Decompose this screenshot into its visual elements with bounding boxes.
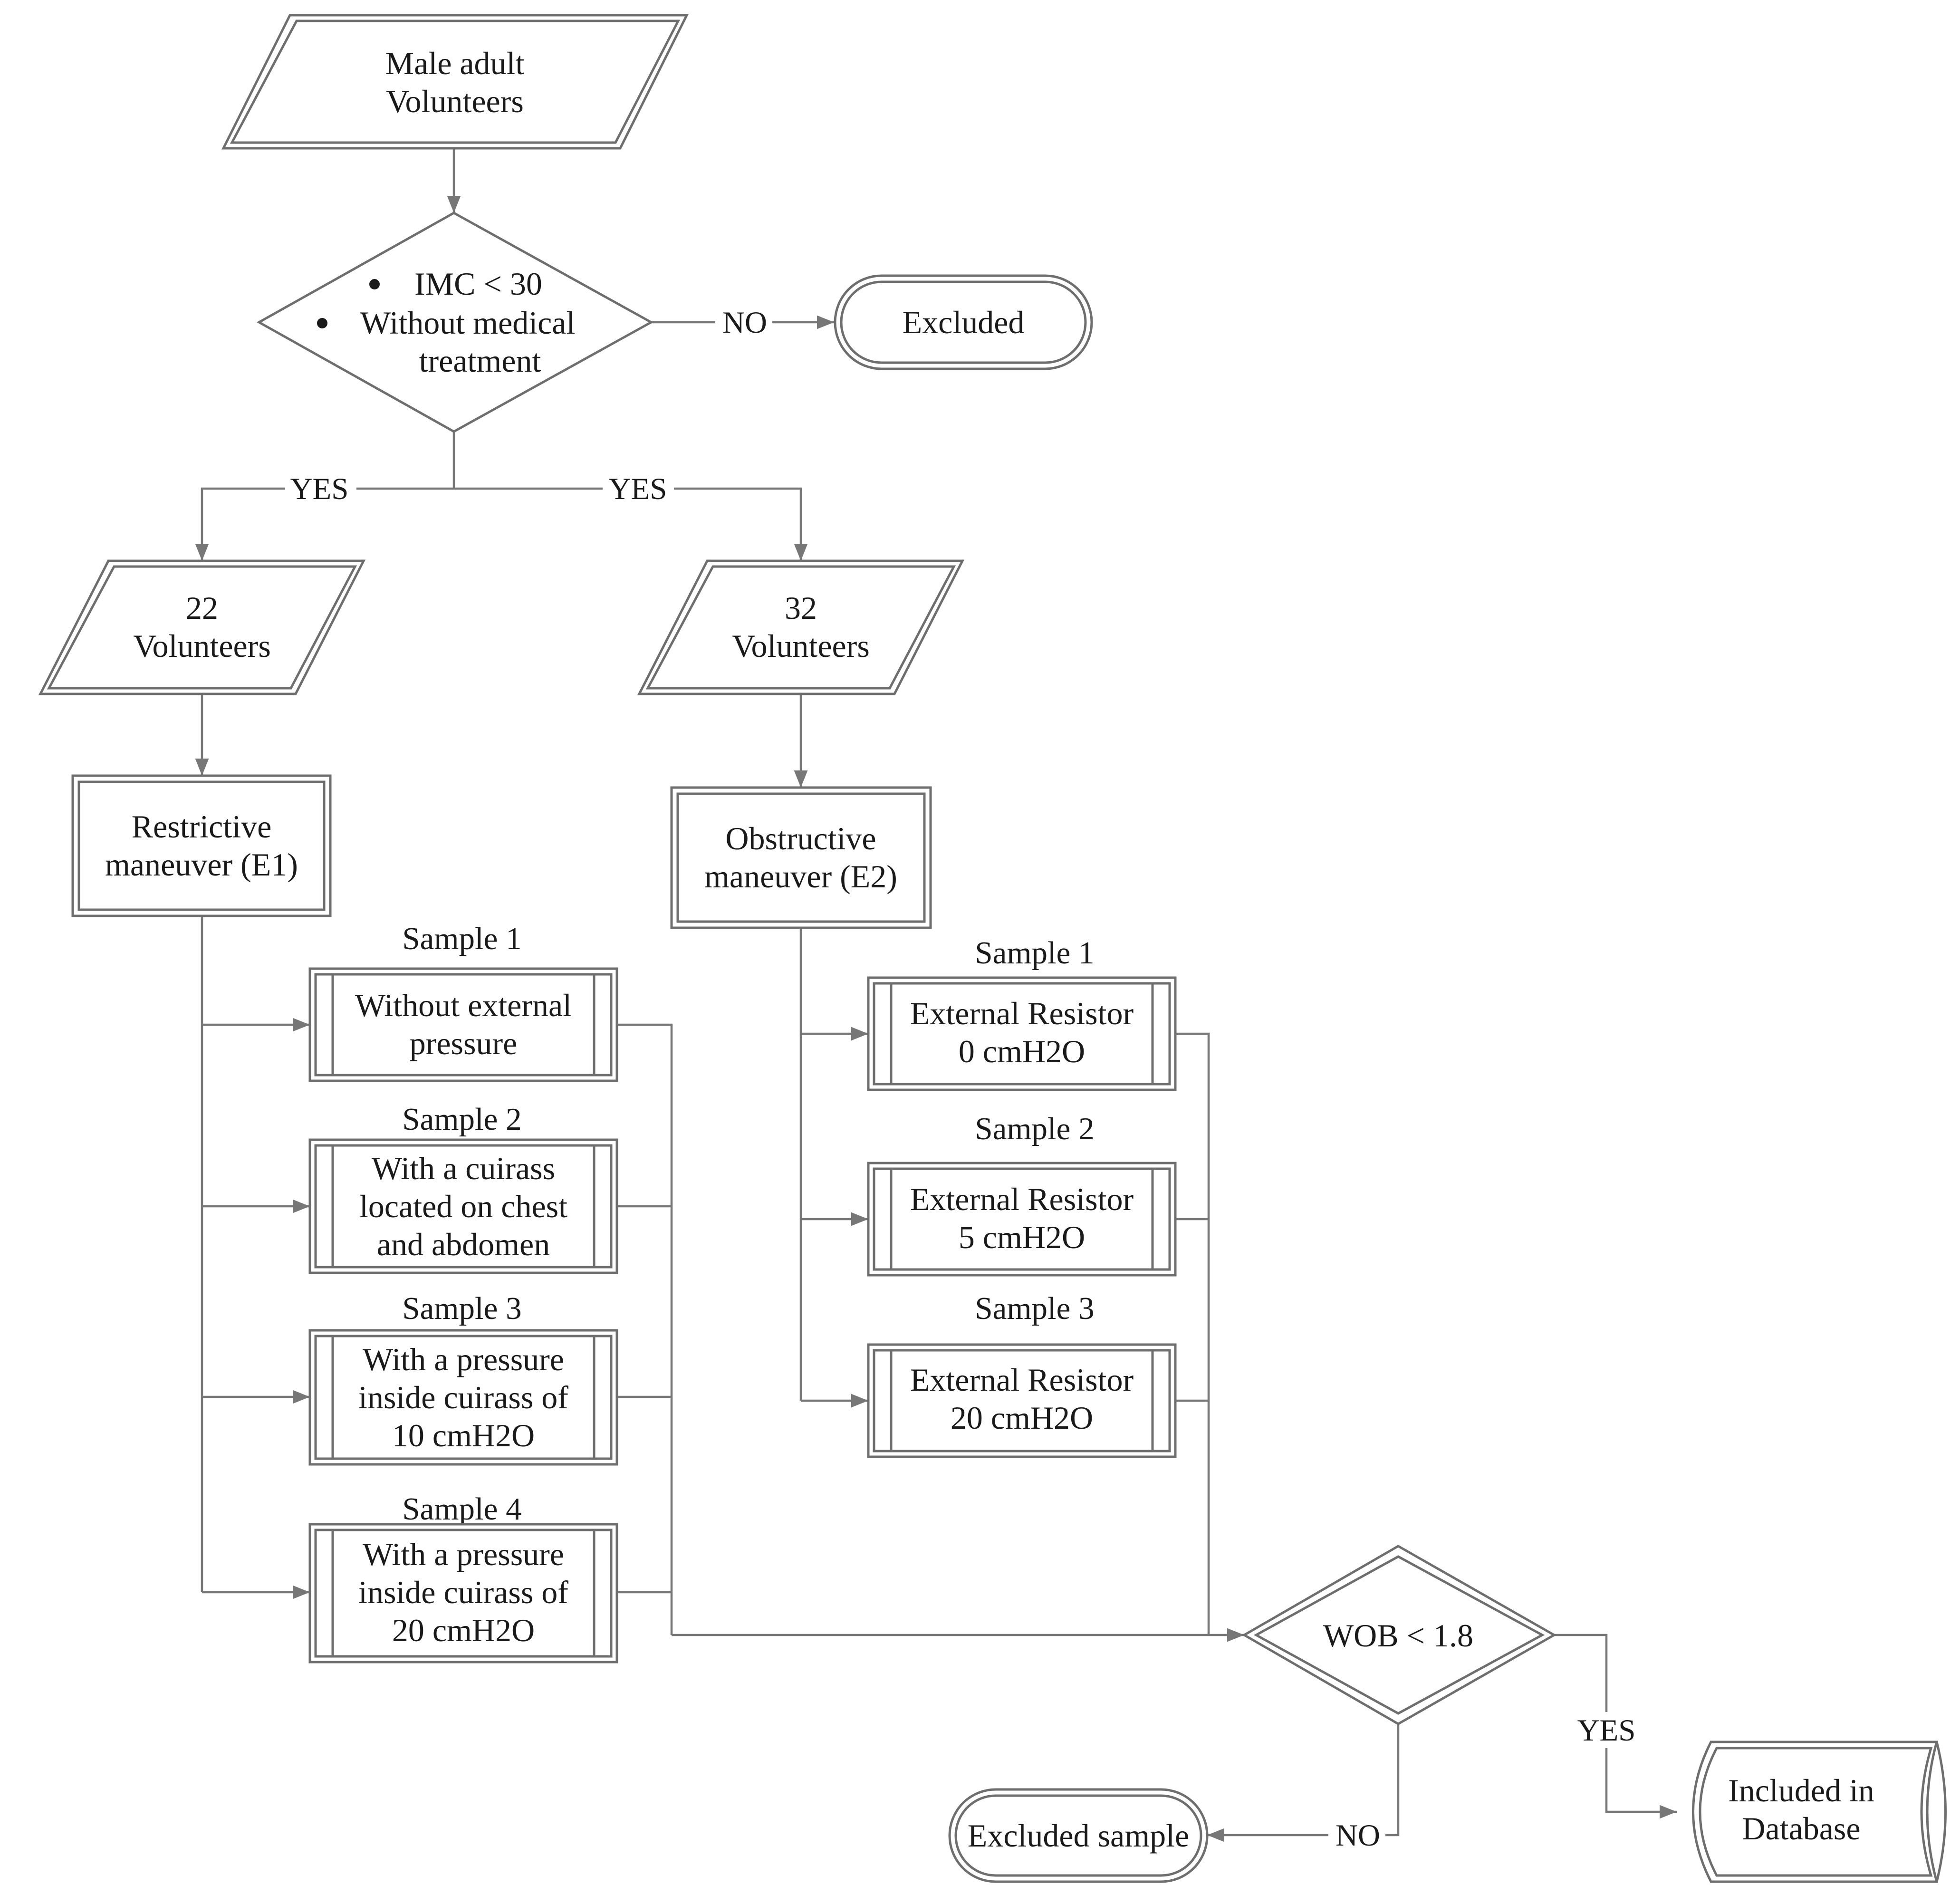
- node-text-line: located on chest: [359, 1188, 567, 1224]
- wob-decision: WOB < 1.8: [1241, 1545, 1557, 1725]
- node-text-line: Restrictive: [132, 808, 272, 845]
- edge-label-yes: YES: [1577, 1713, 1636, 1748]
- volunteers-22-node: 22 Volunteers: [38, 559, 366, 695]
- node-text-line: Without external: [355, 987, 572, 1023]
- criterion-text: IMC < 30: [414, 266, 542, 302]
- excluded-terminal: Excluded: [834, 274, 1093, 370]
- terminal-label: Excluded sample: [968, 1818, 1189, 1854]
- edge-check2-to-excluded-sample: [1207, 1724, 1400, 1842]
- edge-split-left: [195, 487, 454, 561]
- node-text-line: 22: [186, 590, 218, 626]
- edge-e1-samples-collector: [617, 1023, 673, 1635]
- node-text-line: 20 cmH2O: [392, 1612, 535, 1648]
- volunteers-32-node: 32 Volunteers: [637, 559, 965, 695]
- decision-label: WOB < 1.8: [1323, 1617, 1473, 1654]
- node-text-line: With a cuirass: [372, 1150, 555, 1186]
- node-text-line: External Resistor: [910, 1362, 1134, 1398]
- edge-label-no: NO: [1335, 1818, 1380, 1853]
- restrictive-maneuver-node: Restrictive maneuver (E1): [71, 774, 332, 917]
- e1-sample-3: Sample 3 With a pressure inside cuirass …: [308, 1291, 618, 1466]
- edge-e2-samples-collector: [1175, 1032, 1210, 1635]
- node-text-line: 5 cmH2O: [959, 1219, 1085, 1255]
- sample-caption: Sample 1: [402, 921, 521, 956]
- node-text-line: External Resistor: [910, 995, 1134, 1031]
- criterion-text: Without medical: [360, 305, 575, 341]
- bullet-icon: [317, 318, 327, 328]
- node-text-line: maneuver (E2): [704, 858, 897, 894]
- sample-caption: Sample 2: [975, 1111, 1094, 1146]
- node-text-line: 20 cmH2O: [951, 1400, 1093, 1436]
- e1-sample-2: Sample 2 With a cuirass located on chest…: [308, 1102, 618, 1274]
- obstructive-maneuver-node: Obstructive maneuver (E2): [670, 786, 932, 929]
- e1-sample-1: Sample 1 Without external pressure: [308, 921, 618, 1082]
- node-text-line: maneuver (E1): [105, 846, 298, 883]
- node-text-line: Volunteers: [732, 628, 870, 664]
- e1-sample-4: Sample 4 With a pressure inside cuirass …: [308, 1491, 618, 1664]
- sample-caption: Sample 3: [975, 1291, 1094, 1326]
- criterion-text: treatment: [419, 343, 541, 379]
- edge-label-yes: YES: [609, 472, 667, 506]
- node-text-line: Database: [1742, 1810, 1860, 1847]
- node-text-line: Volunteers: [133, 628, 271, 664]
- sample-caption: Sample 3: [402, 1291, 521, 1326]
- node-text-line: Included in: [1728, 1772, 1874, 1808]
- edge-label-yes: YES: [290, 472, 349, 506]
- node-text-line: Male adult: [385, 45, 525, 81]
- e2-sample-2: Sample 2 External Resistor 5 cmH2O: [867, 1111, 1177, 1277]
- node-text-line: With a pressure: [363, 1536, 564, 1572]
- edge-labels: NO YES YES YES NO: [285, 304, 1642, 1853]
- node-text-line: inside cuirass of: [358, 1379, 568, 1415]
- node-text-line: 10 cmH2O: [392, 1417, 535, 1453]
- edge-label-no: NO: [722, 306, 767, 340]
- node-text-line: With a pressure: [363, 1341, 564, 1377]
- start-node: Male adult Volunteers: [221, 14, 689, 150]
- node-text-line: pressure: [410, 1025, 518, 1061]
- terminal-label: Excluded: [903, 304, 1025, 340]
- sample-caption: Sample 2: [402, 1102, 521, 1137]
- node-text-line: External Resistor: [910, 1181, 1134, 1217]
- edge-split-right: [454, 487, 808, 561]
- node-text-line: and abdomen: [377, 1226, 550, 1262]
- excluded-sample-terminal: Excluded sample: [948, 1788, 1209, 1883]
- node-text-line: 32: [785, 590, 817, 626]
- node-text-line: Obstructive: [725, 820, 876, 856]
- sample-caption: Sample 4: [402, 1491, 521, 1527]
- node-text-line: Volunteers: [386, 83, 524, 119]
- node-text-line: 0 cmH2O: [959, 1033, 1085, 1069]
- node-text-line: inside cuirass of: [358, 1574, 568, 1610]
- e2-sample-1: Sample 1 External Resistor 0 cmH2O: [867, 935, 1177, 1091]
- bullet-icon: [369, 279, 380, 289]
- e2-sample-3: Sample 3 External Resistor 20 cmH2O: [867, 1291, 1177, 1458]
- eligibility-decision: IMC < 30 Without medical treatment: [256, 212, 654, 433]
- sample-caption: Sample 1: [975, 935, 1094, 971]
- database-node: Included in Database: [1692, 1741, 1947, 1883]
